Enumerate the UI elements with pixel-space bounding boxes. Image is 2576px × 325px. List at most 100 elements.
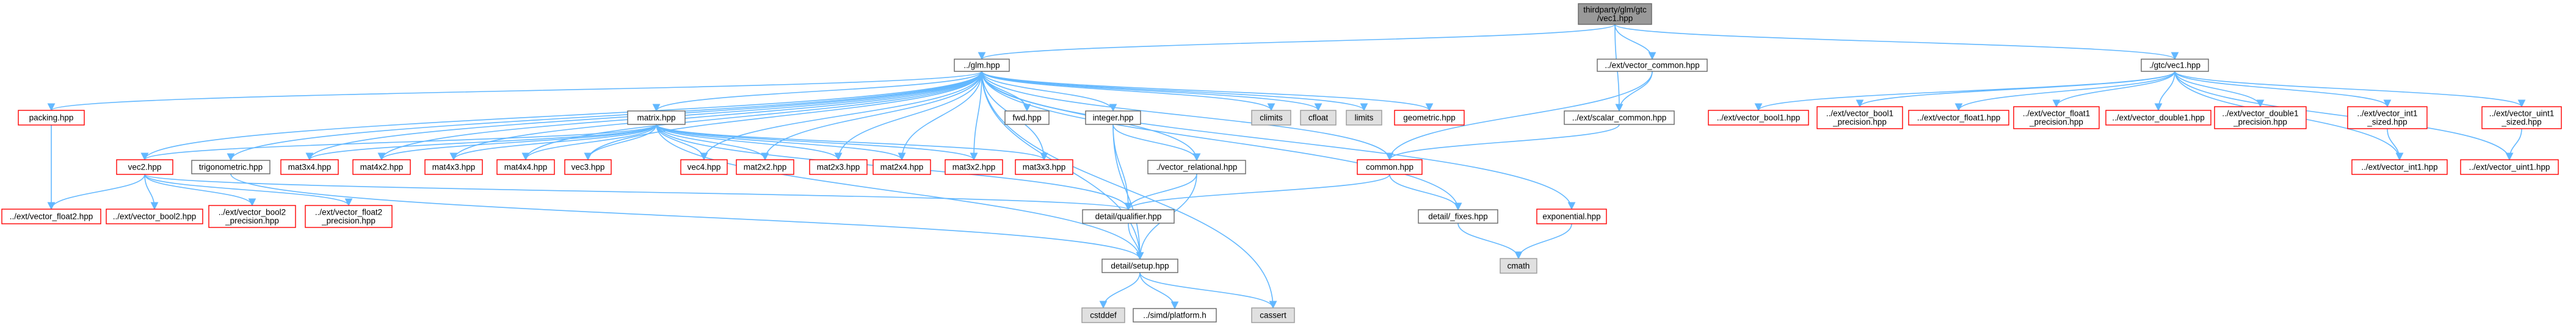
node-label: mat4x2.hpp xyxy=(360,163,404,172)
node-label: packing.hpp xyxy=(29,113,74,123)
node-ext-vector-float2[interactable]: ../ext/vector_float2.hpp xyxy=(1,209,101,224)
node-ext-vector-double1-precision[interactable]: ../ext/vector_double1_precision.hpp xyxy=(2214,106,2307,129)
node-box xyxy=(1133,308,1217,323)
node-label: geometric.hpp xyxy=(1403,113,1456,123)
node-ext-vector-bool2-precision[interactable]: ../ext/vector_bool2_precision.hpp xyxy=(208,205,296,228)
node-ext-vector-uint1[interactable]: ../ext/vector_uint1.hpp xyxy=(2460,159,2559,175)
node-label: vec3.hpp xyxy=(571,163,605,172)
edge-detail_qualifier-to-detail_setup xyxy=(1128,223,1144,260)
edge-matrix-to-mat4x4 xyxy=(521,124,657,161)
node-label: detail/setup.hpp xyxy=(1111,262,1169,271)
node-cstddef[interactable]: cstddef xyxy=(1081,307,1125,323)
edge-glm_hpp-to-limits xyxy=(981,71,1368,112)
node-gtc-vec1[interactable]: ./gtc/vec1.hpp xyxy=(2141,59,2209,72)
node-label: ../simd/platform.h xyxy=(1143,311,1206,320)
node-glm-hpp[interactable]: ../glm.hpp xyxy=(954,59,1010,72)
node-cassert[interactable]: cassert xyxy=(1251,307,1295,323)
node-box xyxy=(1300,110,1337,126)
edge-glm_hpp-to-packing xyxy=(48,71,982,112)
node-label: ../ext/scalar_common.hpp xyxy=(1572,113,1667,123)
edge-glm_hpp-to-cassert xyxy=(981,71,1277,309)
node-mat4x3[interactable]: mat4x3.hpp xyxy=(424,159,483,175)
node-ext-vector-bool1[interactable]: ../ext/vector_bool1.hpp xyxy=(1708,110,1809,126)
node-box xyxy=(280,159,339,175)
edge-gtc_vec1-to-ext_vector_double1_precision xyxy=(2174,71,2265,108)
node-geometric[interactable]: geometric.hpp xyxy=(1394,110,1465,126)
node-box xyxy=(1597,59,1708,72)
node-label: mat2x4.hpp xyxy=(880,163,924,172)
node-ext-vector-double1[interactable]: ../ext/vector_double1.hpp xyxy=(2105,110,2211,126)
node-box xyxy=(1147,160,1246,174)
node-mat3x4[interactable]: mat3x4.hpp xyxy=(280,159,339,175)
node-detail-setup[interactable]: detail/setup.hpp xyxy=(1101,259,1178,273)
node-mat4x2[interactable]: mat4x2.hpp xyxy=(352,159,411,175)
node-common[interactable]: common.hpp xyxy=(1357,159,1423,175)
node-vec4[interactable]: vec4.hpp xyxy=(680,159,728,175)
node-ext-vector-int1[interactable]: ../ext/vector_int1.hpp xyxy=(2351,159,2448,175)
node-cfloat[interactable]: cfloat xyxy=(1300,110,1337,126)
edge-trigonometric-to-detail_setup xyxy=(230,173,1144,260)
node-climits[interactable]: climits xyxy=(1251,110,1291,126)
node-box xyxy=(106,209,203,224)
edge-vec2-to-ext_vector_bool2_precision xyxy=(144,174,256,207)
edge-gtc_vec1-to-ext_vector_uint1_sized xyxy=(2174,71,2526,108)
node-packing[interactable]: packing.hpp xyxy=(18,110,85,126)
node-box xyxy=(1085,110,1141,125)
node-box xyxy=(1004,110,1050,125)
node-label: ../ext/vector_int1.hpp xyxy=(2361,163,2437,172)
node-ext-vector-float2-precision[interactable]: ../ext/vector_float2_precision.hpp xyxy=(305,205,393,228)
node-integer[interactable]: integer.hpp xyxy=(1085,110,1141,125)
node-label: _precision.hpp xyxy=(321,216,376,226)
edge-integer-to-vector_relational xyxy=(1112,124,1201,162)
node-label: vec4.hpp xyxy=(688,163,721,172)
node-box xyxy=(945,159,1003,175)
node-box xyxy=(1081,307,1125,323)
node-cmath[interactable]: cmath xyxy=(1500,258,1537,274)
node-label: _sized.hpp xyxy=(2367,118,2407,127)
node-label: _precision.hpp xyxy=(225,216,279,226)
node-ext-vector-bool1-precision[interactable]: ../ext/vector_bool1_precision.hpp xyxy=(1816,106,1903,129)
node-root[interactable]: thirdparty/glm/gtc/vec1.hpp xyxy=(1578,3,1652,25)
edge-glm_hpp-to-mat2x2 xyxy=(761,71,982,161)
node-box xyxy=(809,159,868,175)
node-fwd[interactable]: fwd.hpp xyxy=(1004,110,1050,125)
edge-vec2-to-ext_vector_bool2 xyxy=(144,174,159,210)
node-mat3x2[interactable]: mat3x2.hpp xyxy=(945,159,1003,175)
edge-gtc_vec1-to-ext_vector_bool1_precision xyxy=(1856,71,2175,108)
node-ext-vector-uint1-sized[interactable]: ../ext/vector_uint1_sized.hpp xyxy=(2481,106,2562,129)
node-ext-vector-int1-sized[interactable]: ../ext/vector_int1_sized.hpp xyxy=(2347,106,2428,129)
node-vec2[interactable]: vec2.hpp xyxy=(116,159,173,175)
node-box xyxy=(305,205,393,228)
edge-detail_setup-to-simd_platform xyxy=(1139,272,1179,310)
node-mat2x3[interactable]: mat2x3.hpp xyxy=(809,159,868,175)
node-label: exponential.hpp xyxy=(1542,212,1600,221)
node-trigonometric[interactable]: trigonometric.hpp xyxy=(191,160,270,174)
node-ext-vector-float1-precision[interactable]: ../ext/vector_float1_precision.hpp xyxy=(2013,106,2100,129)
node-simd-platform[interactable]: ../simd/platform.h xyxy=(1133,308,1217,323)
node-ext-scalar-common[interactable]: ../ext/scalar_common.hpp xyxy=(1564,110,1675,125)
node-vec3[interactable]: vec3.hpp xyxy=(564,159,612,175)
node-detail-qualifier[interactable]: detail/qualifier.hpp xyxy=(1082,209,1175,224)
node-box xyxy=(116,159,173,175)
node-mat4x4[interactable]: mat4x4.hpp xyxy=(496,159,555,175)
node-ext-vector-float1[interactable]: ../ext/vector_float1.hpp xyxy=(1908,110,2009,126)
node-matrix[interactable]: matrix.hpp xyxy=(627,110,686,125)
node-limits[interactable]: limits xyxy=(1346,110,1382,126)
node-mat3x3[interactable]: mat3x3.hpp xyxy=(1015,159,1073,175)
node-box xyxy=(627,110,686,125)
node-mat2x4[interactable]: mat2x4.hpp xyxy=(873,159,931,175)
node-ext-vector-bool2[interactable]: ../ext/vector_bool2.hpp xyxy=(106,209,203,224)
node-box xyxy=(1564,110,1675,125)
node-ext-vector-common[interactable]: ../ext/vector_common.hpp xyxy=(1597,59,1708,72)
node-vector-relational[interactable]: ./vector_relational.hpp xyxy=(1147,160,1246,174)
edge-glm_hpp-to-cfloat xyxy=(981,71,1322,112)
node-box xyxy=(2460,159,2559,175)
node-label: ../ext/vector_bool1 xyxy=(1826,109,1893,118)
node-detail-fixes[interactable]: detail/_fixes.hpp xyxy=(1418,209,1498,224)
edge-glm_hpp-to-exponential xyxy=(981,71,1576,210)
node-box xyxy=(191,160,270,174)
node-exponential[interactable]: exponential.hpp xyxy=(1536,209,1607,224)
edge-common-to-detail_fixes xyxy=(1389,174,1462,211)
node-mat2x2[interactable]: mat2x2.hpp xyxy=(736,159,794,175)
node-label: /vec1.hpp xyxy=(1597,14,1633,23)
